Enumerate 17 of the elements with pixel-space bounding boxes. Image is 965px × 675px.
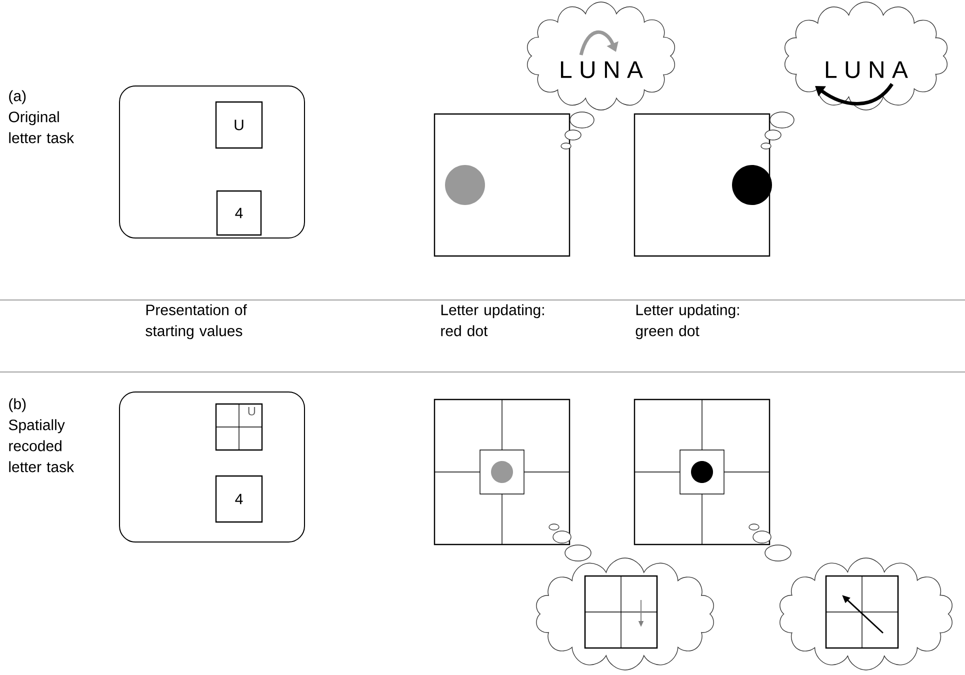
display-square (434, 398, 570, 546)
phase-label: Letter updating: red dot (441, 304, 544, 336)
thought-cloud: L U N A (527, 2, 676, 110)
letter-box: U (215, 101, 263, 149)
grid-letter-box: U (215, 403, 263, 451)
thought-cloud (780, 558, 952, 670)
thought-cloud (536, 558, 714, 670)
letter-box: 4 (216, 190, 262, 236)
condition-label: (b) Spatially recoded letter task (8, 398, 74, 472)
display-square (634, 398, 770, 546)
display-square (634, 113, 770, 257)
condition-label: (a) Original letter task (8, 90, 74, 144)
letter-box: 4 (215, 475, 263, 523)
thought-cloud: L U N A (784, 2, 948, 110)
display-square (434, 113, 570, 257)
phase-label: Letter updating: green dot (636, 304, 739, 340)
phase-label: Presentation of starting values (146, 304, 247, 340)
